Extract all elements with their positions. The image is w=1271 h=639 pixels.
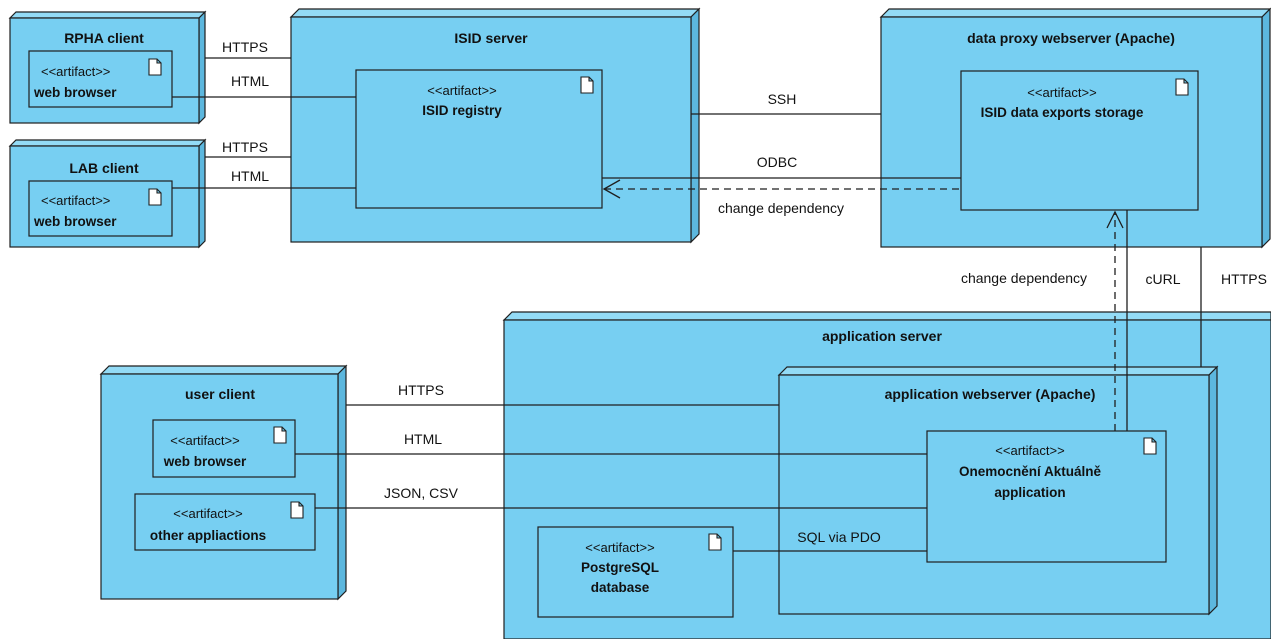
node-title: RPHA client — [64, 30, 144, 46]
connector-label: SSH — [768, 91, 797, 107]
artifact-stereotype: <<artifact>> — [427, 83, 496, 98]
connector-label: HTML — [231, 73, 269, 89]
artifact-name-line: PostgreSQL — [581, 560, 659, 575]
artifact-web-browser: <<artifact>> web browser — [152, 419, 296, 478]
artifact-stereotype: <<artifact>> — [995, 443, 1064, 458]
arrowhead-icon — [602, 179, 621, 199]
connector-label: HTTPS — [222, 39, 268, 55]
node-isid-server: ISID server <<artifact>> ISID registry — [289, 7, 701, 244]
document-icon — [273, 426, 287, 444]
node-title: LAB client — [69, 160, 139, 176]
arrowhead-icon — [1106, 210, 1124, 229]
artifact-name: ISID data exports storage — [981, 105, 1144, 120]
artifact-name: web browser — [163, 454, 247, 469]
node-title: application webserver (Apache) — [885, 386, 1096, 402]
artifact-name-line: Onemocnění Aktuálně — [959, 464, 1102, 479]
connector-label: cURL — [1145, 271, 1180, 287]
node-title: ISID server — [454, 30, 528, 46]
document-icon — [148, 188, 162, 206]
connections: HTTPS HTML HTTPS HTML SSH ODBC change de… — [172, 39, 1267, 552]
document-icon — [580, 76, 594, 94]
artifact-name: other appliactions — [150, 528, 266, 543]
connector-label: HTML — [231, 168, 269, 184]
node-user-client: user client <<artifact>> web browser <<a… — [99, 364, 348, 601]
node-application-webserver: application webserver (Apache) <<artifac… — [777, 365, 1219, 616]
artifact-stereotype: <<artifact>> — [170, 433, 239, 448]
document-icon — [290, 501, 304, 519]
artifact-postgresql-database: <<artifact>> PostgreSQL database — [537, 526, 734, 618]
artifact-name: web browser — [33, 85, 117, 100]
artifact-web-browser: <<artifact>> web browser — [28, 50, 173, 108]
artifact-name-line: database — [591, 580, 650, 595]
artifact-isid-data-exports-storage: <<artifact>> ISID data exports storage — [960, 70, 1199, 211]
artifact-stereotype: <<artifact>> — [173, 506, 242, 521]
artifact-stereotype: <<artifact>> — [1027, 85, 1096, 100]
node-data-proxy-webserver: data proxy webserver (Apache) <<artifact… — [879, 7, 1271, 249]
node-title: application server — [822, 328, 942, 344]
node-title: data proxy webserver (Apache) — [967, 30, 1175, 46]
connector-label: SQL via PDO — [797, 529, 881, 545]
connector-label: change dependency — [718, 200, 844, 216]
artifact-stereotype: <<artifact>> — [585, 540, 654, 555]
connector-label: change dependency — [961, 270, 1087, 286]
artifact-isid-registry: <<artifact>> ISID registry — [355, 69, 603, 209]
node-title: user client — [185, 386, 255, 402]
artifact-stereotype: <<artifact>> — [41, 64, 110, 79]
node-rpha-client: RPHA client <<artifact>> web browser — [8, 10, 207, 125]
connector-label: JSON, CSV — [384, 485, 459, 501]
connector-label: HTTPS — [1221, 271, 1267, 287]
connector-label: ODBC — [757, 154, 797, 170]
artifact-name: ISID registry — [422, 103, 502, 118]
document-icon — [148, 58, 162, 76]
connector-label: HTTPS — [398, 382, 444, 398]
document-icon — [1143, 437, 1157, 455]
artifact-other-applications: <<artifact>> other appliactions — [134, 493, 316, 551]
node-lab-client: LAB client <<artifact>> web browser — [8, 138, 207, 249]
artifact-stereotype: <<artifact>> — [41, 193, 110, 208]
artifact-web-browser: <<artifact>> web browser — [28, 180, 173, 237]
artifact-onemocneni-aktualne-application: <<artifact>> Onemocnění Aktuálně applica… — [926, 430, 1167, 563]
connector-label: HTTPS — [222, 139, 268, 155]
connector-label: HTML — [404, 431, 442, 447]
artifact-name-line: application — [994, 485, 1065, 500]
artifact-name: web browser — [33, 214, 117, 229]
document-icon — [1175, 78, 1189, 96]
document-icon — [708, 533, 722, 551]
